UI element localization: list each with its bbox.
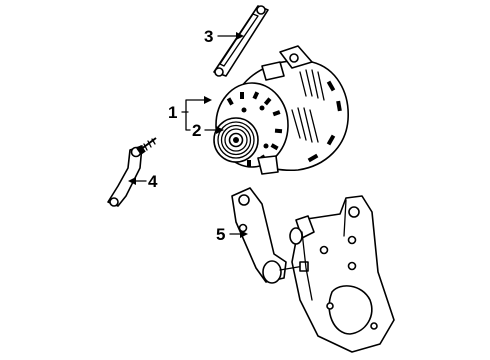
- pulley: [213, 117, 259, 163]
- mounting-bracket: [231, 187, 395, 353]
- adjusting-bracket: [107, 137, 157, 207]
- callout-3-label: 3: [204, 27, 213, 46]
- rear-fins: [291, 69, 342, 163]
- callout-2-label: 2: [192, 121, 201, 140]
- callout-1-label: 1: [168, 103, 177, 122]
- callout-5: 5: [216, 225, 248, 244]
- callout-3: 3: [204, 27, 244, 46]
- brace-strap: [213, 5, 269, 77]
- callout-4: 4: [128, 172, 158, 191]
- callout-5-label: 5: [216, 225, 225, 244]
- callout-4-label: 4: [148, 172, 158, 191]
- callout-2: 2: [192, 121, 224, 140]
- callout-1: 1: [168, 96, 212, 131]
